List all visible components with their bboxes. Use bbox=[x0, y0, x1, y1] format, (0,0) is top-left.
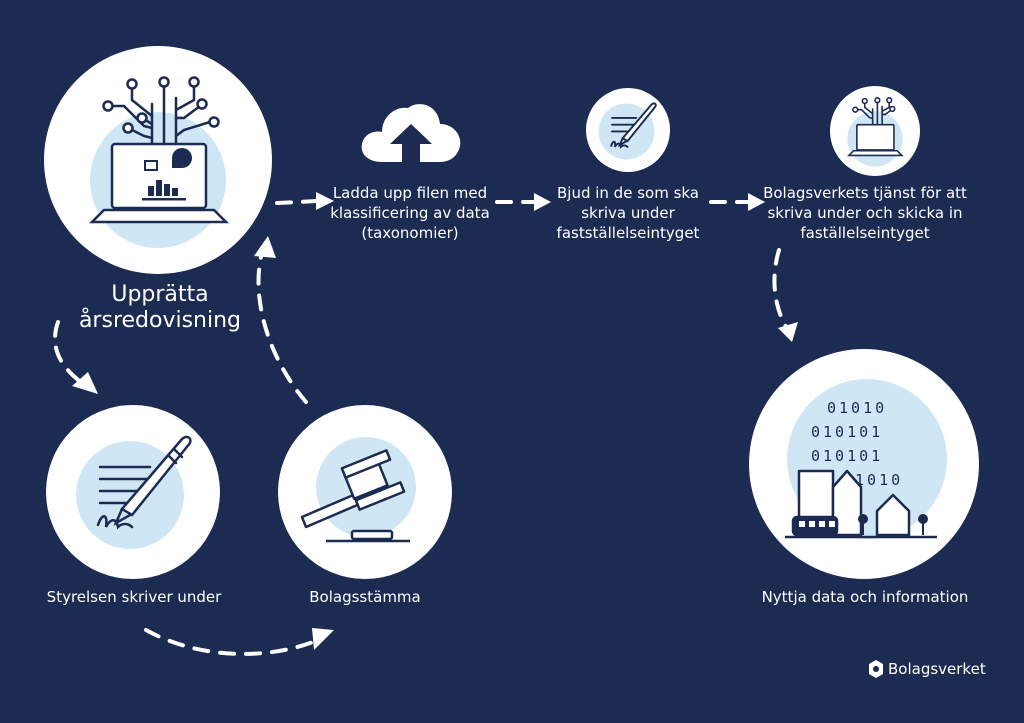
step-nyttja-label: Nyttja data och information bbox=[761, 588, 969, 606]
bolagsverket-logo: Bolagsverket bbox=[868, 660, 986, 678]
arrow-styrelsen-to-bolagsstamma bbox=[144, 628, 320, 656]
laptop-circuit-icon bbox=[88, 76, 230, 248]
arrow-tjanst-to-nyttja bbox=[772, 248, 790, 332]
step-nyttja-circle: 01010 010101 010101 01010 bbox=[749, 349, 979, 579]
step-upprätta-line-1: Upprätta bbox=[111, 282, 209, 307]
step-tjanst-line-2: skriva under och skicka in bbox=[767, 204, 963, 222]
step-ladda-upp-label: Ladda upp filen med klassificering av da… bbox=[312, 183, 508, 243]
step-tjanst-label: Bolagsverkets tjänst för att skriva unde… bbox=[760, 183, 970, 243]
gavel-icon bbox=[300, 437, 416, 543]
arrow-bolagsstamma-to-upprätta bbox=[256, 250, 308, 404]
step-bjud-in-line-3: fastställelseintyget bbox=[556, 224, 700, 242]
step-upprätta-line-2: årsredovisning bbox=[78, 308, 242, 333]
step-bolagsstamma-label: Bolagsstämma bbox=[309, 588, 421, 606]
step-bjud-in-label: Bjud in de som ska skriva under faststäl… bbox=[530, 183, 726, 243]
step-bjud-in-circle bbox=[586, 88, 670, 172]
binary-row-1: 01010 bbox=[827, 399, 887, 417]
step-upprätta-circle bbox=[44, 46, 272, 274]
logo-text: Bolagsverket bbox=[888, 660, 986, 678]
step-styrelsen-label: Styrelsen skriver under bbox=[46, 588, 222, 606]
pen-signature-icon bbox=[76, 435, 192, 549]
step-tjanst-line-3: faställelseintyget bbox=[800, 224, 930, 242]
step-ladda-upp-line-3: (taxonomier) bbox=[361, 224, 459, 242]
bolagsverket-logo-icon bbox=[869, 660, 883, 678]
laptop-circuit-icon bbox=[847, 97, 904, 167]
step-ladda-upp-line-2: klassificering av data bbox=[330, 204, 490, 222]
step-tjanst-circle bbox=[830, 86, 920, 176]
step-bjud-in-line-1: Bjud in de som ska bbox=[556, 184, 700, 202]
step-bolagsstamma-circle bbox=[278, 405, 452, 579]
step-tjanst-line-1: Bolagsverkets tjänst för att bbox=[763, 184, 967, 202]
pen-signature-icon bbox=[598, 102, 657, 160]
cloud-upload-icon bbox=[361, 104, 461, 162]
step-upprätta-label: Upprätta årsredovisning bbox=[60, 282, 260, 334]
binary-row-2: 010101 bbox=[811, 423, 883, 441]
binary-row-3: 010101 bbox=[811, 447, 883, 465]
step-styrelsen-circle bbox=[46, 405, 220, 579]
step-ladda-upp-line-1: Ladda upp filen med bbox=[332, 184, 488, 202]
binary-city-icon: 01010 010101 010101 01010 bbox=[785, 379, 947, 539]
arrow-upprätta-to-ladda-upp bbox=[275, 199, 320, 205]
step-bjud-in-line-2: skriva under bbox=[581, 204, 675, 222]
arrow-upprätta-to-styrelsen bbox=[53, 320, 84, 385]
